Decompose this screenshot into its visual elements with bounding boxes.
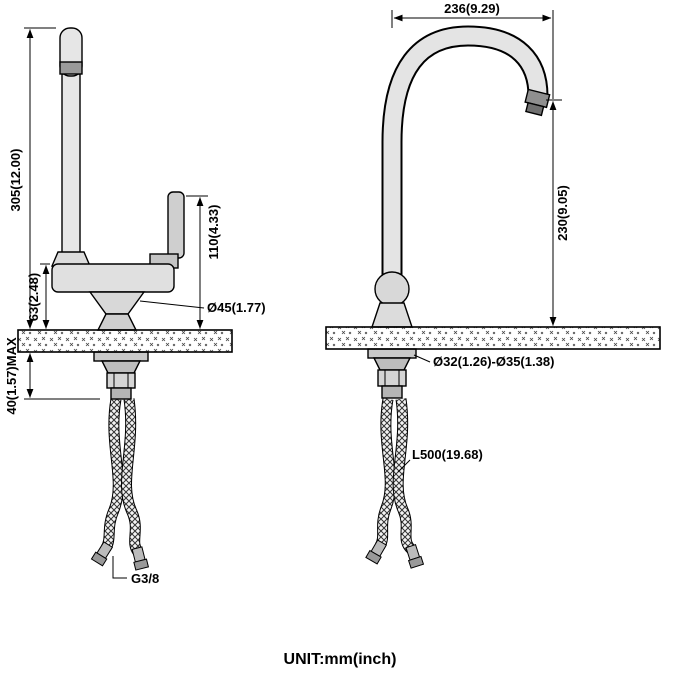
right-base xyxy=(371,302,413,328)
left-supply-hoses xyxy=(90,398,150,571)
left-view: 305(12.00) 63(2.48) 110(4.33) 40(1.57)MA… xyxy=(4,27,266,586)
dim-base-diameter-label: Ø45(1.77) xyxy=(207,300,266,315)
unit-note: UNIT:mm(inch) xyxy=(284,651,397,668)
right-view: 236(9.29) 230(9.05) Ø32(1.26)-Ø35(1.38) … xyxy=(325,1,661,569)
dim-body-height-label: 63(2.48) xyxy=(26,273,41,321)
right-countertop-section xyxy=(325,326,661,350)
dim-under-counter-max-label: 40(1.57)MAX xyxy=(4,337,19,415)
right-faucet xyxy=(367,25,551,399)
dim-spout-height-label: 230(9.05) xyxy=(555,185,570,241)
right-dimensions: 236(9.29) 230(9.05) Ø32(1.26)-Ø35(1.38) … xyxy=(391,1,570,473)
right-hose-connector xyxy=(405,544,425,569)
connector-thread-label: G3/8 xyxy=(131,571,159,586)
dim-handle-height-label: 110(4.33) xyxy=(206,205,221,260)
left-hose-connector xyxy=(131,546,150,571)
dim-spout-reach-label: 236(9.29) xyxy=(444,1,500,16)
left-base-escutcheon xyxy=(96,313,138,331)
swivel-ball-joint xyxy=(374,271,410,307)
spout-tip xyxy=(524,88,551,117)
dim-total-height-label: 305(12.00) xyxy=(8,149,23,212)
dim-hole-diameter-label: Ø32(1.26)-Ø35(1.38) xyxy=(433,354,554,369)
right-supply-hoses xyxy=(365,398,425,569)
left-hose-connector xyxy=(90,541,114,567)
right-hose-connector xyxy=(365,539,388,565)
left-handle-lever xyxy=(167,191,185,259)
left-dimensions: 305(12.00) 63(2.48) 110(4.33) 40(1.57)MA… xyxy=(4,27,266,586)
dim-hose-length-label: L500(19.68) xyxy=(412,447,483,462)
left-countertop-section xyxy=(17,329,233,353)
